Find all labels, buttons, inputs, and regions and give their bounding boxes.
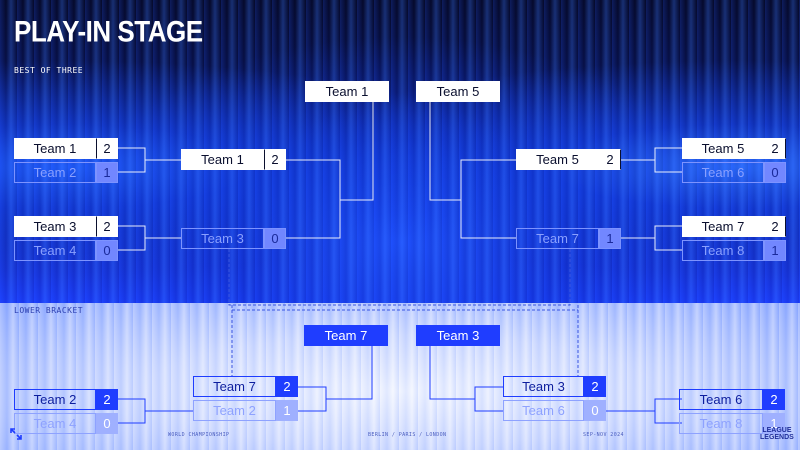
team-name: Team 6	[682, 162, 764, 183]
match-slot[interactable]: Team 2 2	[14, 389, 118, 410]
lower-left-final-slot[interactable]: Team 7	[304, 325, 388, 346]
team-score: 0	[96, 240, 118, 261]
match-slot[interactable]: Team 5 2	[682, 138, 786, 159]
team-name: Team 7	[516, 228, 599, 249]
team-name: Team 3	[503, 376, 584, 397]
page-subtitle: BEST OF THREE	[14, 66, 84, 75]
team-name: Team 3	[14, 216, 96, 237]
expand-icon[interactable]	[10, 428, 22, 440]
match-slot[interactable]: Team 7 1	[516, 228, 621, 249]
page-title: PLAY-IN STAGE	[14, 14, 203, 49]
team-score: 1	[764, 240, 786, 261]
lower-bracket-background	[0, 303, 800, 450]
match-slot[interactable]: Team 3 0	[181, 228, 286, 249]
team-name: Team 1	[14, 138, 96, 159]
league-of-legends-logo: LEAGUE LEGENDS	[760, 427, 794, 441]
team-score: 2	[96, 389, 118, 410]
team-name: Team 6	[503, 400, 584, 421]
team-name: Team 3	[181, 228, 264, 249]
logo-line-1: LEAGUE	[762, 427, 792, 434]
team-name: Team 6	[679, 389, 763, 410]
match-slot[interactable]: Team 6 0	[503, 400, 606, 421]
team-name: Team 2	[14, 162, 96, 183]
team-name: Team 7	[193, 376, 276, 397]
match-slot[interactable]: Team 1 2	[181, 149, 286, 170]
match-slot[interactable]: Team 1 2	[14, 138, 118, 159]
team-name: Team 1	[181, 149, 264, 170]
match-slot[interactable]: Team 3 2	[14, 216, 118, 237]
team-name: Team 4	[14, 413, 96, 434]
team-score: 0	[764, 162, 786, 183]
lower-bracket-title: LOWER BRACKET	[14, 306, 84, 315]
team-score: 2	[276, 376, 298, 397]
team-score: 2	[764, 138, 786, 159]
team-score: 1	[276, 400, 298, 421]
team-score: 2	[96, 216, 118, 237]
team-score: 2	[764, 216, 786, 237]
team-score: 1	[763, 413, 785, 434]
upper-bracket-background	[0, 0, 800, 303]
team-score: 2	[599, 149, 621, 170]
team-name: Team 5	[516, 149, 599, 170]
match-slot[interactable]: Team 8 1	[682, 240, 786, 261]
team-name: Team 5	[682, 138, 764, 159]
lower-right-final-slot[interactable]: Team 3	[416, 325, 500, 346]
team-score: 0	[584, 400, 606, 421]
team-score: 2	[763, 389, 785, 410]
team-score: 0	[264, 228, 286, 249]
team-score: 0	[96, 413, 118, 434]
match-slot[interactable]: Team 7 2	[193, 376, 298, 397]
footer-locations: BERLIN / PARIS / LONDON	[368, 432, 447, 438]
match-slot[interactable]: Team 7 2	[682, 216, 786, 237]
match-slot[interactable]: Team 3 2	[503, 376, 606, 397]
match-slot[interactable]: Team 5 2	[516, 149, 621, 170]
team-score: 2	[96, 138, 118, 159]
team-name: Team 4	[14, 240, 96, 261]
match-slot[interactable]: Team 4 0	[14, 240, 118, 261]
match-slot[interactable]: Team 6 2	[679, 389, 785, 410]
team-name: Team 2	[193, 400, 276, 421]
team-score: 1	[599, 228, 621, 249]
team-name: Team 7	[682, 216, 764, 237]
match-slot[interactable]: Team 2 1	[193, 400, 298, 421]
match-slot[interactable]: Team 2 1	[14, 162, 118, 183]
team-name: Team 8	[679, 413, 763, 434]
team-score: 2	[264, 149, 286, 170]
team-score: 1	[96, 162, 118, 183]
team-name: Team 2	[14, 389, 96, 410]
match-slot[interactable]: Team 6 0	[682, 162, 786, 183]
match-slot[interactable]: Team 8 1	[679, 413, 785, 434]
footer-dates: SEP-NOV 2024	[583, 432, 624, 438]
upper-right-final-slot[interactable]: Team 5	[416, 81, 500, 102]
team-score: 2	[584, 376, 606, 397]
match-slot[interactable]: Team 4 0	[14, 413, 118, 434]
logo-line-2: LEGENDS	[760, 434, 794, 441]
upper-left-final-slot[interactable]: Team 1	[305, 81, 389, 102]
footer-event-name: WORLD CHAMPIONSHIP	[168, 432, 230, 438]
team-name: Team 8	[682, 240, 764, 261]
